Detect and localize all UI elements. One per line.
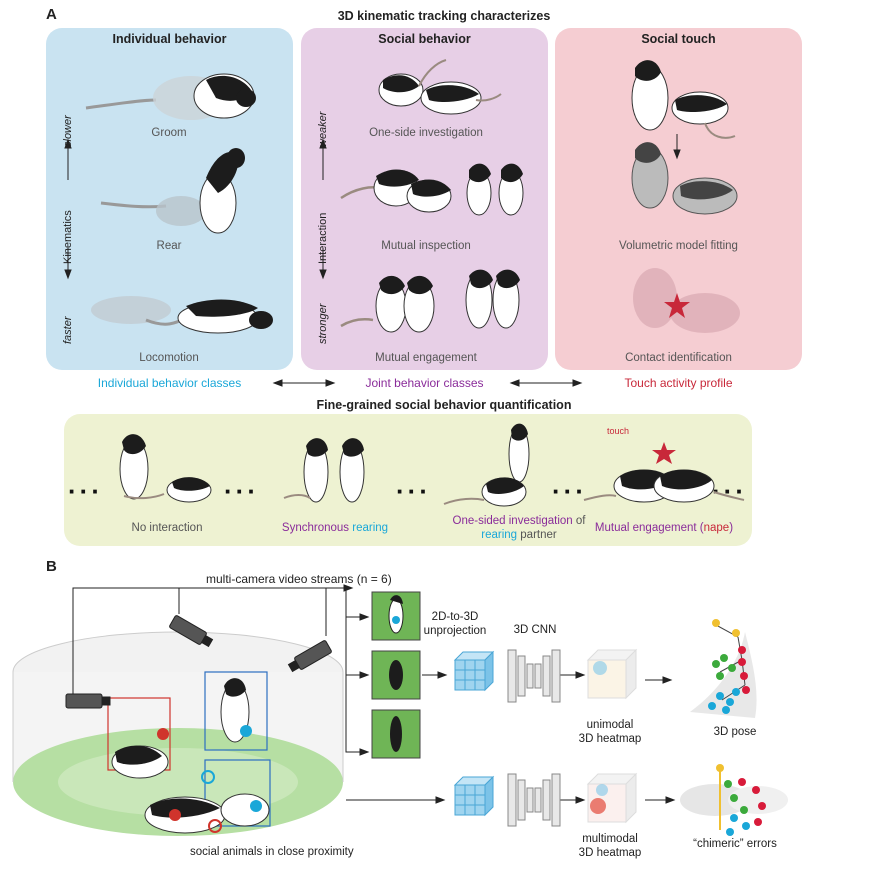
synchronous-word: Synchronous — [281, 522, 350, 534]
unprojection-label: 2D-to-3D unprojection — [415, 610, 495, 638]
cnn-label: 3D CNN — [513, 624, 557, 636]
unimodal-line-2: 3D heatmap — [578, 733, 642, 745]
individual-behavior-title: Individual behavior — [112, 32, 227, 46]
ellipsis-3: ··· — [396, 476, 431, 506]
mutual-engagement-illustration — [340, 269, 520, 333]
ellipsis-2: ··· — [224, 476, 259, 506]
camera-icon-1 — [65, 693, 111, 709]
partner-word: partner — [520, 529, 557, 541]
3d-pose-label: 3D pose — [713, 726, 757, 738]
chimeric-errors-illustration — [680, 764, 788, 836]
nape-word: nape — [703, 522, 730, 534]
groom-label: Groom — [151, 127, 187, 139]
mutual-engagement-nape-label: Mutual engagement (nape) — [584, 522, 744, 534]
individual-behavior-classes-label: Individual behavior classes — [97, 376, 242, 390]
mutual-engagement-label: Mutual engagement — [375, 352, 477, 364]
multimodal-line-1: multimodal — [582, 833, 638, 845]
camera-icon-3 — [287, 640, 332, 673]
synchronous-rearing-illustration — [283, 438, 365, 503]
mutual-engagement-words: Mutual engagement — [594, 522, 697, 534]
open-paren: ( — [699, 522, 704, 534]
voxel-cube-1 — [453, 650, 495, 692]
cnn-block-2 — [507, 773, 561, 827]
one-side-investigation-illustration — [378, 59, 502, 115]
cnn-block-1 — [507, 649, 561, 703]
camera-views — [371, 591, 421, 759]
camera-streams-label: multi-camera video streams (n = 6) — [206, 572, 392, 586]
rearing-word-2: rearing — [481, 529, 518, 541]
volumetric-model-illustration — [631, 142, 738, 215]
touch-label: touch — [607, 426, 630, 436]
fine-grained-box: ··· ··· ··· ··· ··· touch — [64, 414, 752, 546]
of-word: of — [575, 515, 586, 527]
chimeric-errors-label: “chimeric” errors — [693, 838, 777, 850]
unimodal-heatmap — [586, 648, 638, 700]
social-touch-title: Social touch — [641, 32, 716, 46]
ellipsis-5: ··· — [712, 476, 747, 506]
social-behavior-illustrations — [319, 59, 524, 333]
locomotion-label: Locomotion — [139, 352, 199, 364]
no-interaction-label: No interaction — [131, 522, 203, 534]
arena-label: social animals in close proximity — [190, 846, 354, 858]
kinematics-arrows — [64, 138, 72, 280]
stream-lines — [72, 584, 676, 804]
synchronous-rearing-label: Synchronous rearing — [260, 522, 410, 534]
individual-behavior-box: Individual behavior Groom Rear Locomotio… — [46, 28, 293, 370]
individual-behavior-illustrations — [64, 73, 273, 334]
unprojection-line-1: 2D-to-3D — [431, 611, 479, 623]
unprojection-line-2: unprojection — [423, 625, 487, 637]
class-double-arrows — [272, 379, 583, 387]
fine-grained-title: Fine-grained social behavior quantificat… — [316, 398, 572, 412]
mutual-inspection-label: Mutual inspection — [381, 240, 471, 252]
one-sided-investigation-illustration — [443, 423, 530, 507]
contact-star-icon — [664, 293, 690, 318]
social-touch-rats-illustration — [631, 60, 736, 139]
volumetric-model-fitting-label: Volumetric model fitting — [619, 240, 738, 252]
unimodal-line-1: unimodal — [586, 719, 634, 731]
panel-a-letter: A — [46, 6, 57, 23]
locomotion-rat-illustration — [91, 296, 273, 334]
panel-a-title: 3D kinematic tracking characterizes — [337, 9, 551, 23]
one-side-investigation-label: One-side investigation — [369, 127, 483, 139]
multimodal-heatmap-label: multimodal 3D heatmap — [570, 832, 650, 860]
camera-icon-2 — [169, 615, 214, 648]
multimodal-heatmap — [586, 772, 638, 824]
contact-identification-illustration — [633, 268, 740, 333]
down-arrow — [673, 134, 681, 160]
social-touch-illustrations — [631, 60, 740, 333]
social-touch-box: Social touch Volumetric model fitting Co… — [555, 28, 802, 370]
touch-activity-profile-label: Touch activity profile — [624, 376, 733, 390]
ellipsis-4: ··· — [552, 476, 587, 506]
rear-rat-illustration — [100, 148, 245, 234]
touch-star-icon — [652, 442, 676, 464]
one-sided-investigation-label: One-sided investigation of rearing partne… — [419, 514, 619, 542]
multimodal-line-2: 3D heatmap — [578, 847, 642, 859]
voxel-cube-2 — [453, 775, 495, 817]
rear-label: Rear — [156, 240, 182, 252]
ellipsis-1: ··· — [68, 476, 103, 506]
one-sided-investigation-words: One-sided investigation — [452, 515, 573, 527]
close-paren: ) — [729, 522, 734, 534]
mutual-engagement-nape-illustration — [583, 442, 745, 503]
3d-pose-illustration — [690, 619, 757, 718]
unimodal-heatmap-label: unimodal 3D heatmap — [570, 718, 650, 746]
fine-grained-illustrations — [119, 423, 745, 507]
joint-behavior-classes-label: Joint behavior classes — [365, 376, 484, 390]
rearing-word: rearing — [352, 522, 389, 534]
groom-rat-illustration — [85, 73, 256, 120]
contact-identification-label: Contact identification — [625, 352, 732, 364]
panel-b-letter: B — [46, 558, 57, 575]
camera-icons — [65, 615, 332, 709]
social-behavior-title: Social behavior — [378, 32, 471, 46]
arena-illustration — [12, 631, 344, 836]
interaction-arrows — [319, 138, 327, 280]
no-interaction-illustration — [119, 434, 212, 503]
social-behavior-box: Social behavior One-side investigation M… — [301, 28, 548, 370]
mutual-inspection-illustration — [340, 163, 524, 216]
